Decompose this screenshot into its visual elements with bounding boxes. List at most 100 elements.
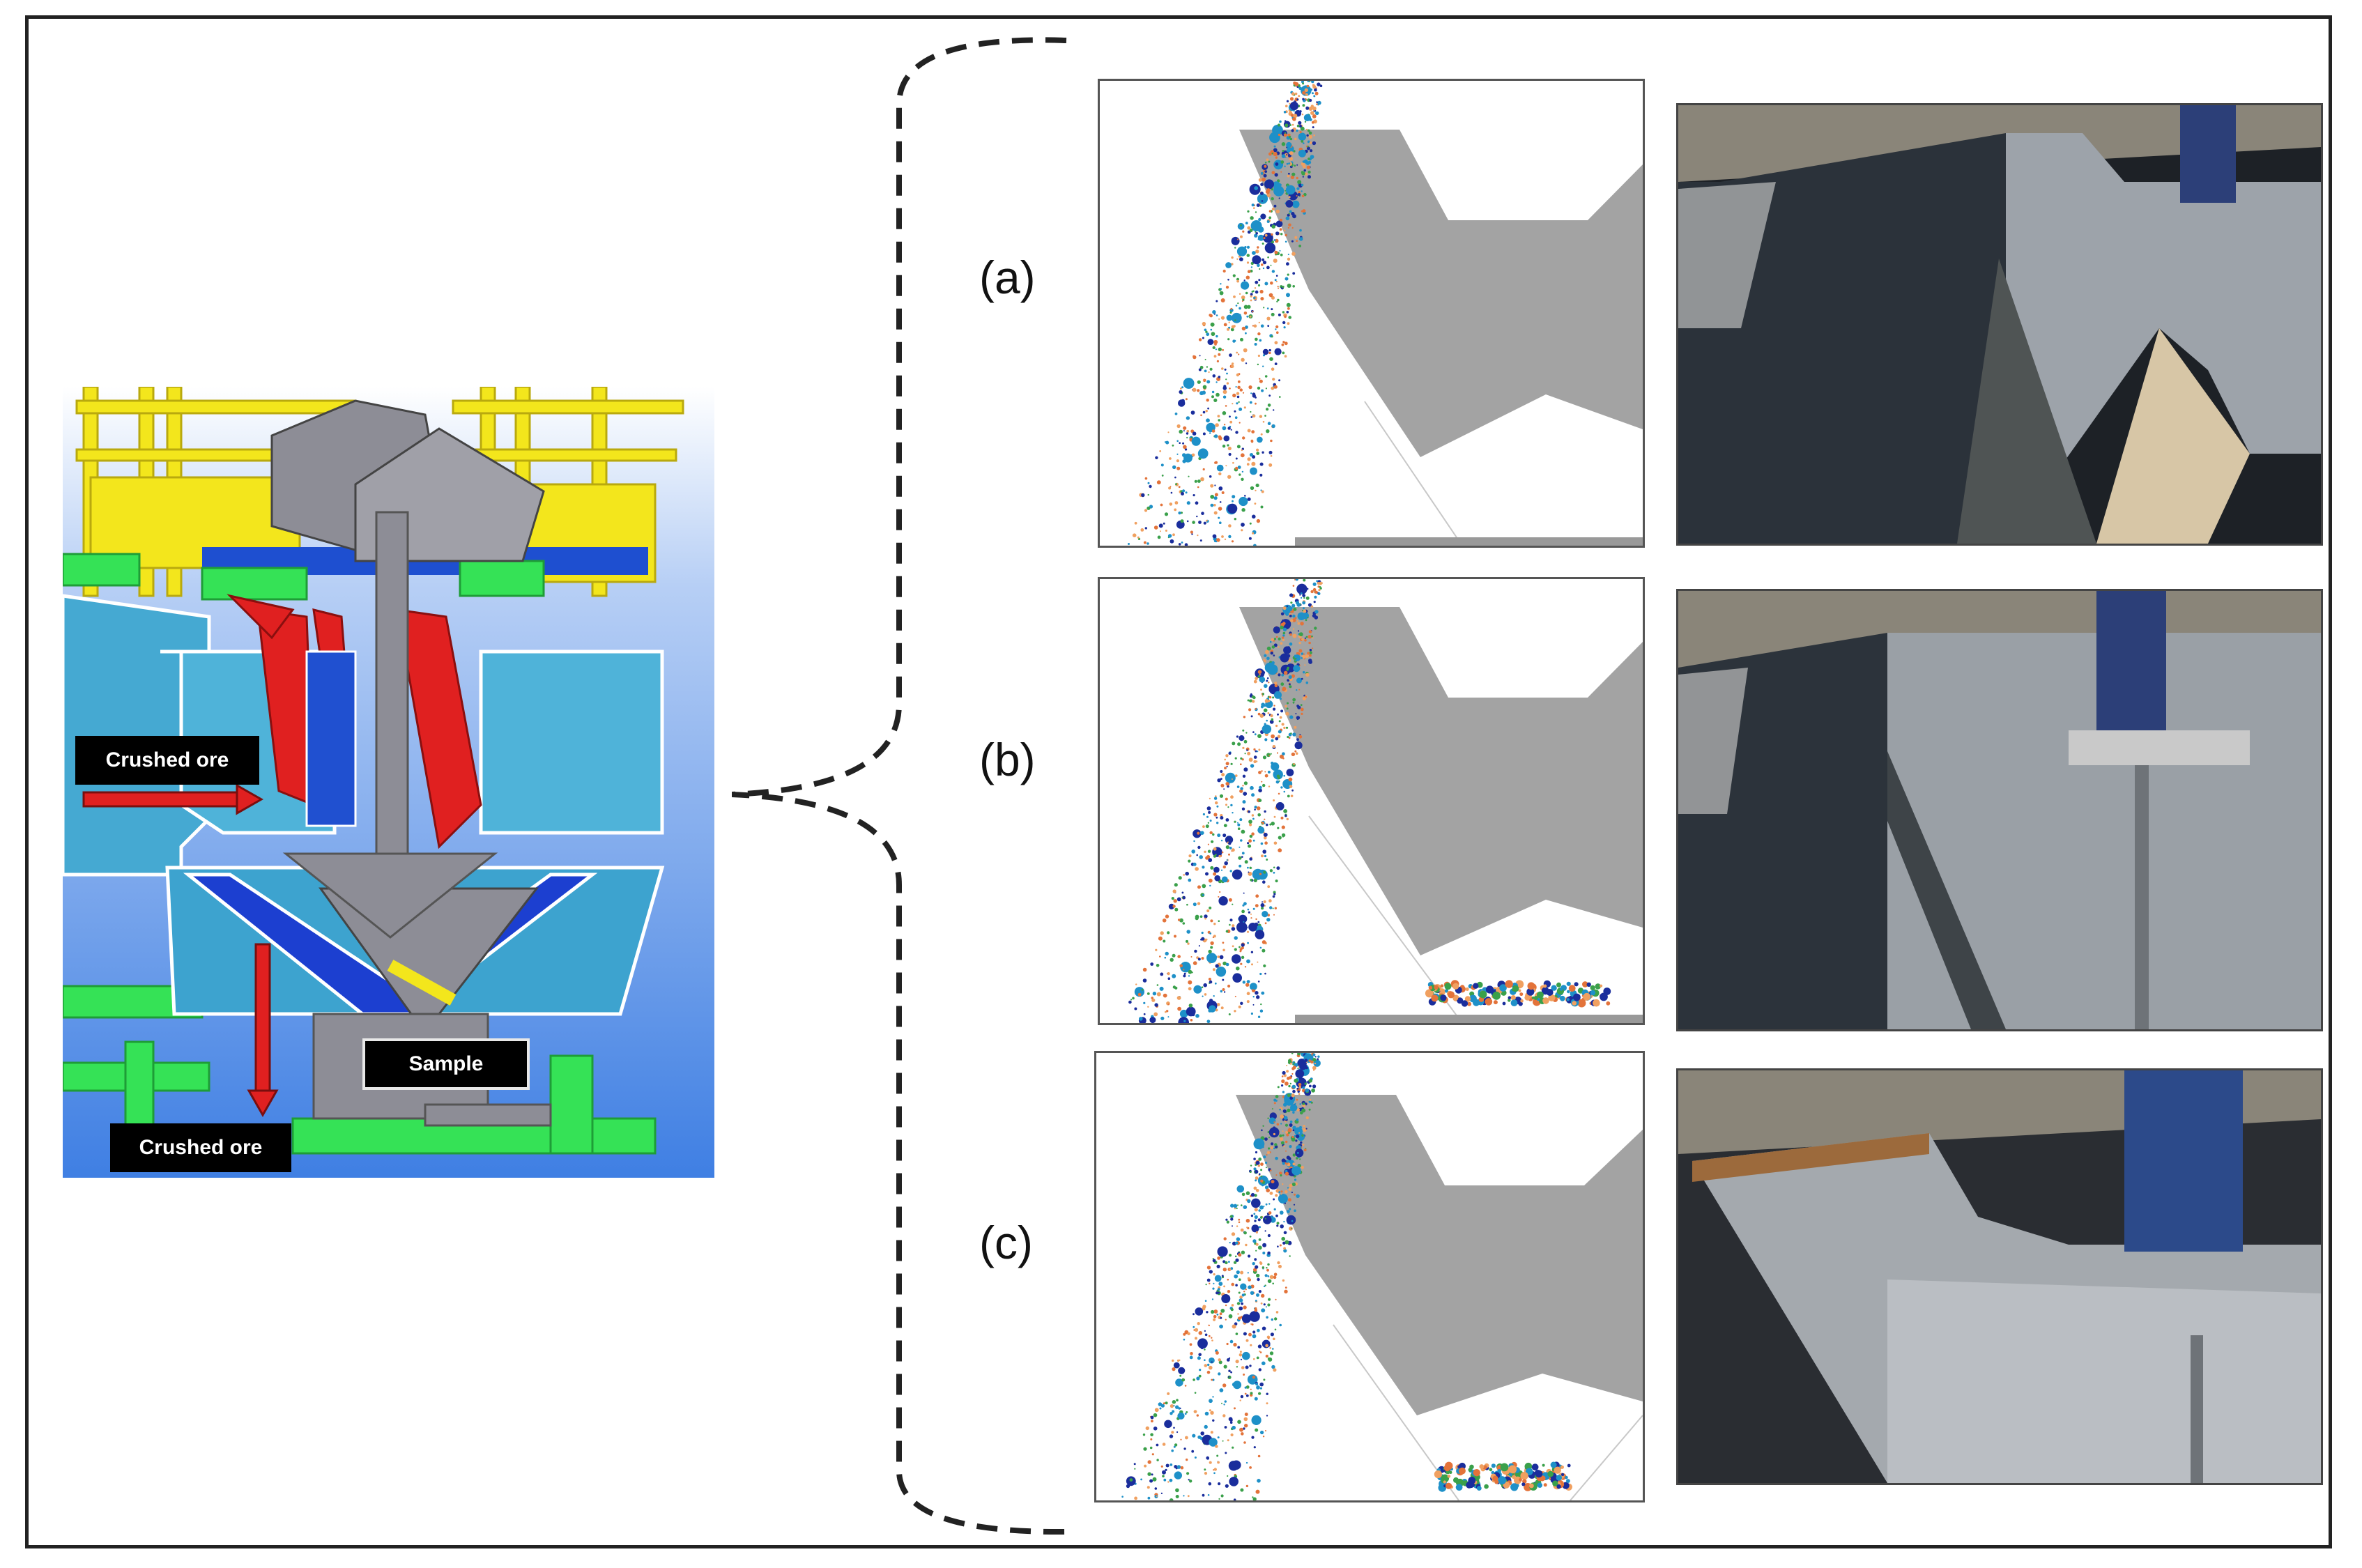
particle	[1291, 604, 1296, 608]
particle	[1273, 1273, 1278, 1276]
particle	[1259, 1261, 1263, 1265]
particle	[1271, 1108, 1273, 1110]
particle	[1259, 289, 1264, 294]
particle	[1300, 704, 1303, 706]
particle	[1241, 1432, 1244, 1436]
particle	[1274, 1328, 1277, 1331]
particle	[1271, 308, 1273, 311]
particle	[1297, 630, 1300, 632]
particle	[1164, 512, 1169, 516]
particle	[1236, 1237, 1240, 1240]
particle	[1184, 1413, 1187, 1415]
cutter-geometry	[1239, 130, 1643, 457]
particle	[1218, 1482, 1221, 1486]
particle	[1261, 911, 1268, 918]
particle	[1187, 942, 1190, 945]
particle	[1261, 177, 1266, 182]
particle	[1241, 1293, 1245, 1297]
particle-pile	[1479, 990, 1487, 999]
particle	[1174, 935, 1176, 938]
particle	[1271, 762, 1280, 771]
particle	[1273, 914, 1275, 916]
particle	[1262, 267, 1265, 270]
particle	[1289, 1255, 1291, 1257]
particle	[1219, 1312, 1222, 1316]
particle	[1279, 1108, 1281, 1111]
particle	[1243, 1417, 1248, 1422]
particle	[1287, 735, 1289, 739]
particle	[1287, 1093, 1291, 1098]
particle	[1284, 190, 1287, 192]
particle-pile	[1468, 1468, 1473, 1472]
particle	[1292, 1129, 1295, 1132]
particle	[1234, 936, 1238, 940]
particle	[1301, 171, 1304, 174]
particle	[1252, 310, 1254, 313]
particle	[1266, 1316, 1268, 1319]
particle	[1284, 315, 1287, 318]
particle	[1218, 318, 1220, 320]
particle	[1213, 955, 1218, 960]
particle	[1235, 1284, 1238, 1286]
particle	[1218, 1372, 1221, 1376]
particle	[1301, 1108, 1306, 1113]
particle	[1214, 434, 1218, 438]
particle	[1253, 324, 1257, 328]
particle	[1296, 1087, 1299, 1090]
particle	[1278, 1194, 1288, 1204]
particle	[1185, 871, 1189, 876]
particle	[1248, 871, 1250, 873]
particle	[1217, 833, 1221, 838]
particle	[1134, 1468, 1136, 1470]
particle	[1174, 883, 1178, 887]
particle	[1247, 270, 1251, 274]
particle	[1256, 518, 1261, 523]
particle	[1262, 783, 1266, 787]
particle	[1266, 1392, 1268, 1395]
particle	[1177, 1006, 1181, 1011]
particle	[1238, 353, 1240, 355]
particle	[1209, 432, 1211, 434]
particle	[1208, 371, 1210, 374]
particle	[1250, 220, 1262, 231]
particle	[1225, 754, 1229, 758]
particle-pile	[1543, 984, 1547, 988]
particle	[1187, 1332, 1190, 1335]
particle	[1289, 1123, 1293, 1127]
particle	[1238, 946, 1241, 948]
particle	[1227, 984, 1231, 988]
particle	[1176, 1399, 1179, 1401]
particle	[1185, 491, 1188, 494]
particle	[1283, 790, 1286, 793]
particle	[1230, 1308, 1234, 1312]
particle	[1255, 894, 1259, 898]
particle	[1231, 927, 1236, 931]
particle	[1172, 905, 1176, 908]
particle	[1218, 507, 1222, 511]
particle	[1249, 1365, 1252, 1367]
particle	[1180, 1466, 1184, 1470]
particle	[1294, 1127, 1303, 1136]
particle	[1232, 1425, 1236, 1430]
particle	[1209, 1409, 1211, 1412]
particle	[1226, 859, 1228, 861]
particle	[1257, 386, 1261, 390]
particle	[1317, 100, 1321, 105]
particle	[1192, 431, 1197, 436]
particle	[1167, 931, 1170, 935]
particle-pile	[1519, 1478, 1522, 1482]
particle	[1310, 590, 1314, 594]
particle	[1298, 689, 1301, 691]
particle	[1255, 1169, 1259, 1174]
particle	[1197, 486, 1199, 489]
particle	[1255, 1489, 1260, 1494]
particle	[1212, 1419, 1215, 1422]
particle	[1240, 337, 1243, 341]
particle	[1180, 387, 1182, 390]
particle	[1208, 858, 1213, 863]
particle	[1140, 528, 1144, 532]
particle	[1240, 1283, 1247, 1290]
particle	[1266, 1180, 1271, 1184]
particle	[1254, 922, 1259, 927]
particle	[1206, 1020, 1211, 1023]
